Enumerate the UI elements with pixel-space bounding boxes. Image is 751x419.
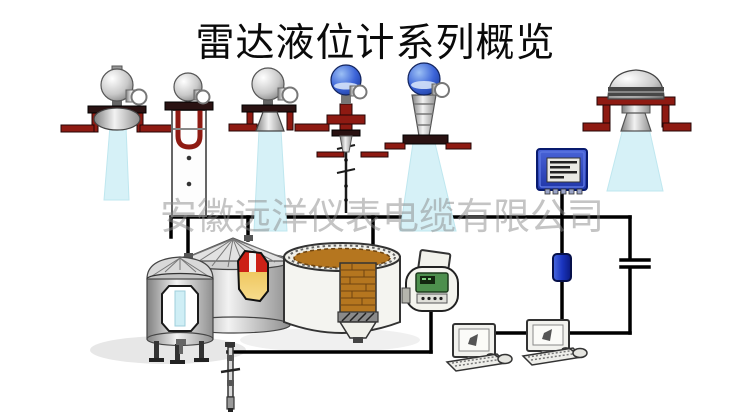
radar-gauge-still-pipe xyxy=(164,72,214,217)
controller-unit xyxy=(536,148,588,195)
horn-antenna xyxy=(620,112,652,132)
small-tank xyxy=(146,253,214,364)
field-display xyxy=(401,249,459,312)
terminal-row xyxy=(544,188,583,195)
sight-loop xyxy=(195,89,211,105)
beam-dish xyxy=(103,125,130,201)
grate xyxy=(337,311,379,323)
watermark-text: 安徽远洋仪表电缆有限公司 xyxy=(160,197,604,238)
beam-dome xyxy=(606,127,664,192)
sight-loop xyxy=(352,84,368,100)
button-strip xyxy=(416,293,448,304)
open-top-tank xyxy=(283,242,401,343)
pipe-red-u xyxy=(175,110,203,150)
drain-valve xyxy=(176,339,186,345)
ground-shadow xyxy=(240,328,420,352)
guided-wave-radar-rod xyxy=(316,64,389,213)
radar-gauge-dome-antenna xyxy=(582,69,692,132)
computer-1 xyxy=(445,323,513,372)
radar-gauge-dish-antenna xyxy=(60,65,175,133)
radar-beams xyxy=(103,125,664,232)
junction-box xyxy=(552,253,572,282)
sight-loop xyxy=(281,86,299,104)
tank-cutaway-window xyxy=(236,249,269,303)
sight-loop xyxy=(130,88,148,106)
mouse xyxy=(497,353,513,365)
transmitter-head xyxy=(251,67,285,101)
radar-gauge-horn-antenna xyxy=(228,67,330,132)
transmitter-head xyxy=(100,68,134,102)
level-probe xyxy=(220,342,241,412)
sight-glass-window xyxy=(161,285,199,332)
computer-2 xyxy=(521,319,588,366)
page-title: 雷达液位计系列概览 xyxy=(195,22,556,65)
tank-legs xyxy=(149,341,209,364)
dish-antenna xyxy=(93,107,141,131)
horn-antenna xyxy=(255,111,285,132)
mouse xyxy=(572,347,588,359)
sight-loop xyxy=(434,82,450,98)
brick-column xyxy=(339,262,377,316)
barrier-symbol xyxy=(619,258,651,269)
funnel xyxy=(338,321,378,339)
radar-gauge-wide-beam xyxy=(384,62,472,150)
cone-antenna xyxy=(411,94,437,137)
